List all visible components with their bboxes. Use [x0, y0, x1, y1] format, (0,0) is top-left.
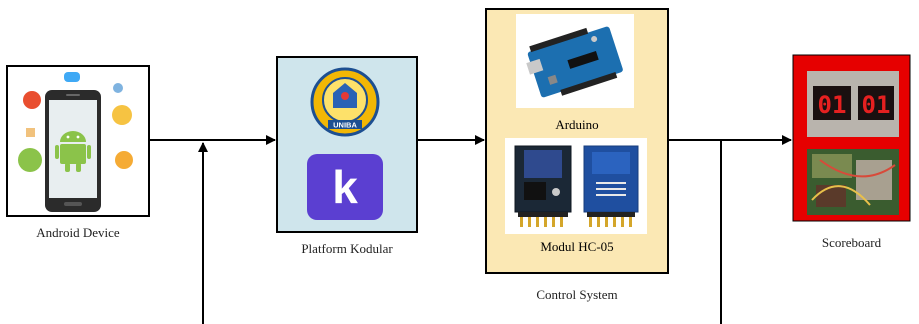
platform-kodular-label: Platform Kodular [301, 241, 393, 256]
android-device-block [6, 65, 150, 217]
hc05-module-image [505, 138, 647, 234]
android-device-label: Android Device [36, 225, 120, 240]
scoreboard-block: 01 01 [792, 54, 911, 222]
android-phone-icon [18, 72, 133, 212]
scoreboard-left-digits: 01 [818, 91, 847, 119]
control-system-label: Control System [536, 287, 618, 302]
scoreboard-label: Scoreboard [821, 235, 882, 250]
platform-kodular-block: UNIBA k [276, 56, 418, 233]
scoreboard-right-digits: 01 [862, 91, 891, 119]
scoreboard-wiring-image [807, 149, 899, 215]
university-logo-text: UNIBA [333, 121, 357, 130]
arduino-label: Arduino [555, 117, 598, 132]
kodular-logo-letter: k [332, 161, 358, 213]
control-system-block: Arduino [485, 8, 669, 274]
hc05-label: Modul HC-05 [540, 239, 613, 254]
connectors [149, 135, 792, 324]
arduino-board-image [516, 14, 634, 108]
university-logo: UNIBA [310, 67, 380, 137]
scoreboard-display-image: 01 01 [807, 71, 899, 137]
kodular-logo-icon: k [307, 154, 383, 220]
